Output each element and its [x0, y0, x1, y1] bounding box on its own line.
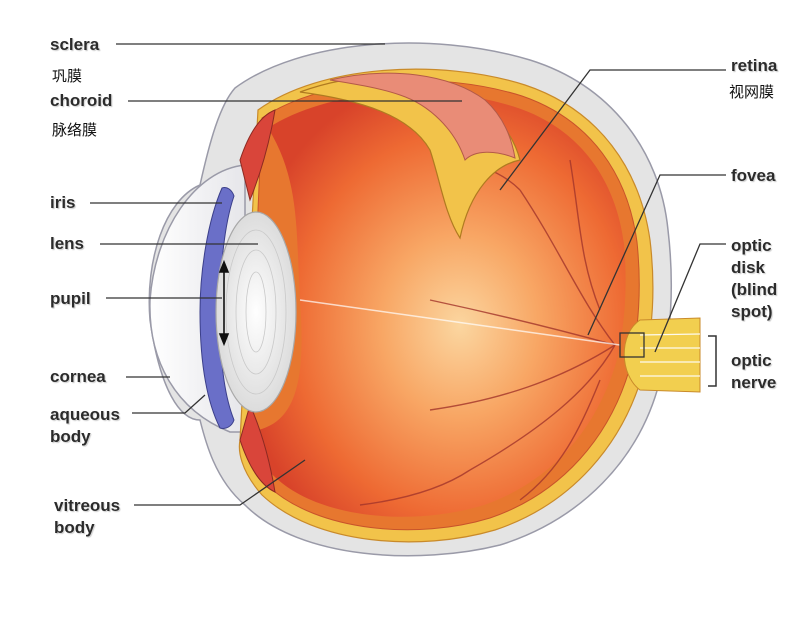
- vitreous-body-shape: [257, 92, 626, 517]
- leader-lines: [90, 43, 726, 506]
- optic-nerve-shape: [623, 317, 701, 393]
- label-optic-nerve-2: nerve: [731, 373, 777, 392]
- lens-rings: [225, 229, 287, 395]
- label-vitreous: vitreous: [54, 496, 121, 515]
- label-lens: lens: [50, 234, 85, 253]
- label-fovea: fovea: [731, 166, 776, 185]
- ciliary-body-bottom: [239, 403, 276, 493]
- label-optic-disk-4: spot): [731, 302, 773, 321]
- label-cornea: cornea: [50, 367, 106, 386]
- optic-disk-marker: [619, 332, 645, 358]
- ciliary-body-top: [239, 109, 276, 202]
- label-optic-disk-1: optic: [731, 236, 772, 255]
- label-iris: iris: [50, 193, 76, 212]
- lens-shape: [215, 211, 297, 413]
- label-aqueous-body: body: [50, 427, 91, 446]
- visual-axis: [299, 299, 621, 346]
- optic-nerve-fibers: [639, 333, 701, 377]
- label-vitreous-body: body: [54, 518, 95, 537]
- label-optic-disk-3: (blind: [731, 280, 778, 299]
- optic-nerve-bracket: [708, 335, 717, 387]
- label-optic-nerve-1: optic: [731, 351, 772, 370]
- pupil-arrow: [218, 259, 230, 347]
- label-aqueous: aqueous: [50, 405, 120, 424]
- label-retina-cn: 视网膜: [729, 84, 775, 101]
- label-retina: retina: [731, 56, 778, 75]
- label-optic-disk-2: disk: [731, 258, 766, 277]
- label-sclera: sclera: [50, 35, 100, 54]
- choroid-flap: [329, 72, 516, 161]
- retinal-vessels: [359, 159, 616, 506]
- label-pupil: pupil: [50, 289, 91, 308]
- label-choroid-cn: 脉络膜: [52, 122, 98, 139]
- label-choroid: choroid: [50, 91, 113, 110]
- label-sclera-cn: 巩膜: [52, 68, 83, 85]
